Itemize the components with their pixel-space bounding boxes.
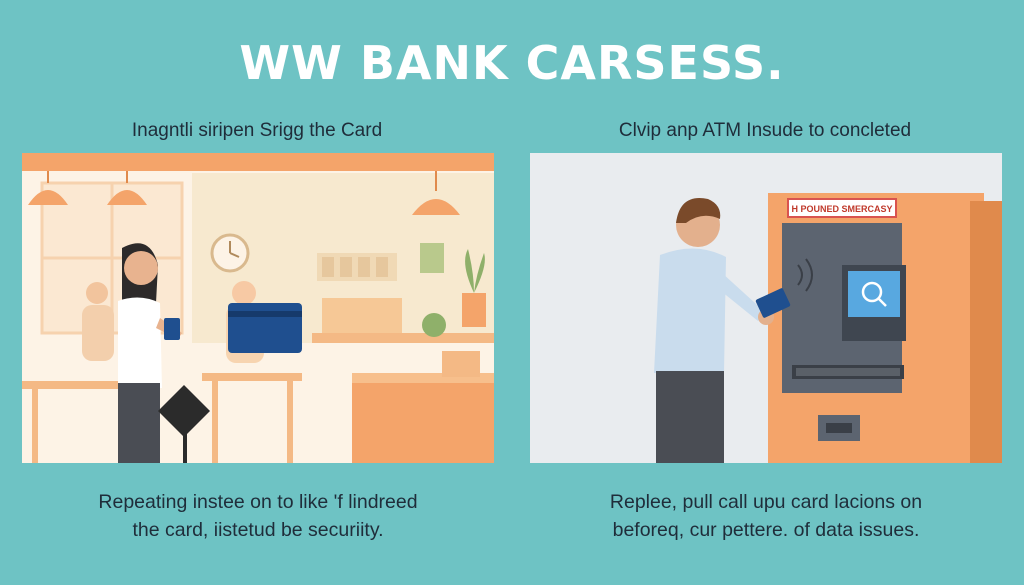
bank-card bbox=[755, 288, 791, 318]
atm-illustration: H POUNED SMERCASY bbox=[530, 153, 1002, 463]
right-subtitle: Clvip anp ATM Insude to concleted bbox=[618, 120, 912, 141]
register bbox=[322, 298, 402, 333]
cafe-illustration bbox=[22, 153, 494, 463]
contactless-icon bbox=[797, 264, 803, 286]
left-caption-line-1: Repeating instee on to like 'f lindreed bbox=[98, 491, 418, 513]
lamp-icon bbox=[107, 190, 147, 205]
card-reader-icon bbox=[158, 385, 210, 437]
right-caption-line-1: Replee, pull call upu card lacions on bbox=[609, 491, 923, 513]
lamp-icon bbox=[412, 199, 460, 215]
ceiling-beam bbox=[22, 153, 494, 171]
counter bbox=[352, 379, 494, 463]
atm-sign: H POUNED SMERCASY bbox=[791, 204, 892, 214]
left-caption: Repeating instee on to like 'f lindreed … bbox=[22, 488, 494, 544]
atm-screen bbox=[848, 271, 900, 317]
lamp-icon bbox=[28, 190, 68, 205]
page-title: WW BANK CARSESS. bbox=[239, 36, 785, 90]
bank-card bbox=[228, 303, 302, 353]
right-caption-line-2: beforeq, cur pettere. of data issues. bbox=[612, 519, 920, 541]
search-icon bbox=[861, 281, 883, 303]
plant-icon bbox=[422, 313, 446, 337]
left-subtitle: Inagntli siripen Srigg the Card bbox=[131, 120, 383, 141]
man-shirt bbox=[654, 248, 726, 373]
wall-frame bbox=[420, 243, 444, 273]
man-hair bbox=[676, 198, 721, 223]
plant-icon bbox=[465, 249, 474, 293]
phone-icon bbox=[164, 318, 180, 340]
woman-shirt bbox=[118, 297, 162, 388]
left-caption-line-2: the card, iistetud be securiity. bbox=[132, 519, 384, 541]
right-caption: Replee, pull call upu card lacions on be… bbox=[530, 488, 1002, 544]
man-pants bbox=[656, 371, 724, 463]
